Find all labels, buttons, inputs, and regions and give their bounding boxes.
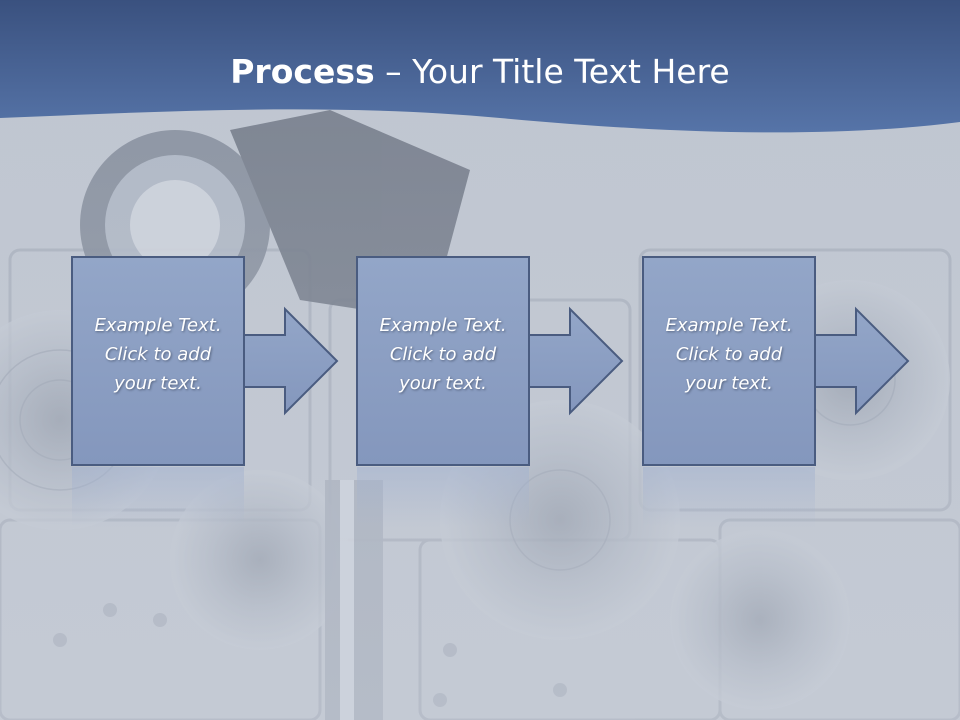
step-1-line-3: your text. <box>114 373 202 394</box>
step-3-line-1: Example Text. <box>665 315 793 336</box>
step-2-line-3: your text. <box>399 373 487 394</box>
step-2-box <box>356 256 530 466</box>
process-step-2[interactable] <box>356 256 624 527</box>
page-title: Process – Your Title Text Here <box>0 52 960 91</box>
step-3-line-3: your text. <box>685 373 773 394</box>
step-1-text[interactable]: Example Text. Click to add your text. <box>72 311 244 398</box>
step-1-arrow <box>243 306 339 416</box>
step-3-box <box>642 256 816 466</box>
process-step-1[interactable] <box>71 256 339 527</box>
title-bold: Process <box>230 52 375 91</box>
step-3-reflection <box>643 467 815 527</box>
step-1-line-2: Click to add <box>104 344 212 365</box>
step-3-text[interactable]: Example Text. Click to add your text. <box>643 311 815 398</box>
header-band <box>0 0 960 133</box>
step-3-line-2: Click to add <box>675 344 783 365</box>
process-step-3[interactable] <box>642 256 910 527</box>
step-2-reflection <box>357 467 529 527</box>
step-2-arrow <box>528 306 624 416</box>
step-1-line-1: Example Text. <box>94 315 222 336</box>
step-2-text[interactable]: Example Text. Click to add your text. <box>357 311 529 398</box>
step-3-arrow <box>814 306 910 416</box>
step-2-line-2: Click to add <box>389 344 497 365</box>
step-1-reflection <box>72 467 244 527</box>
title-rest: – Your Title Text Here <box>374 52 730 91</box>
step-1-box <box>71 256 245 466</box>
step-2-line-1: Example Text. <box>379 315 507 336</box>
